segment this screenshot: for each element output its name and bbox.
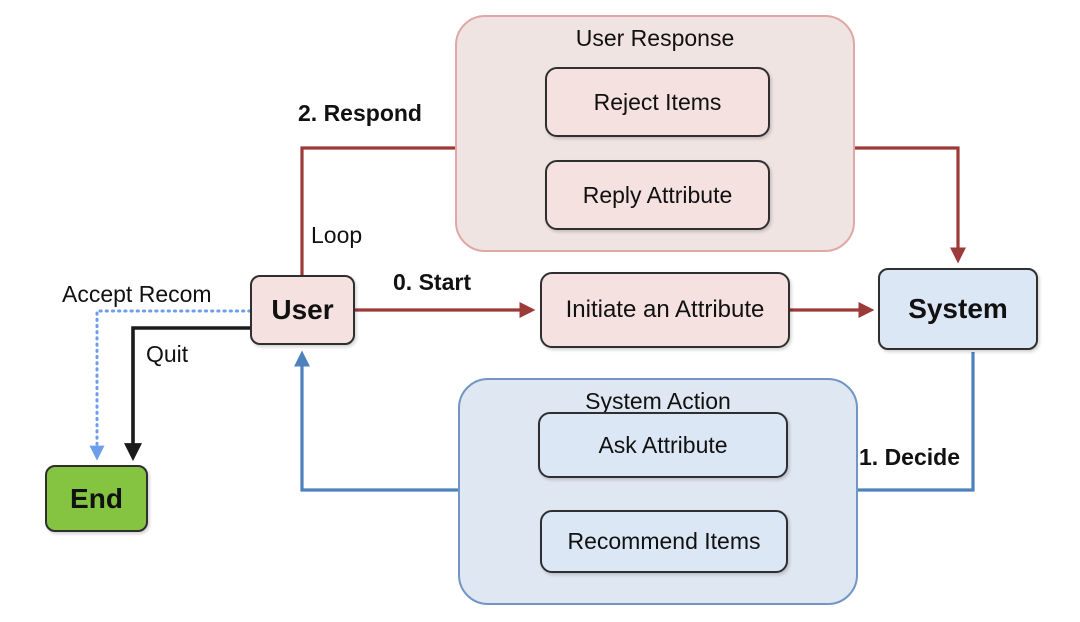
node-initiate-attribute[interactable]: Initiate an Attribute [540,272,790,348]
node-recommend-items[interactable]: Recommend Items [540,510,788,573]
edge-user-respond [300,146,503,277]
edge-label-accept-recom: Accept Recom [62,281,212,307]
system-action-title: System Action [585,388,731,414]
system-action-group: System Action [458,378,858,605]
node-initiate-attribute-label: Initiate an Attribute [565,296,765,323]
node-reject-items[interactable]: Reject Items [545,67,770,137]
node-end-label: End [70,482,123,514]
edge-accept-end-dotted [89,309,252,461]
edge-action-to-user [294,350,507,492]
node-recommend-items-label: Recommend Items [567,528,761,554]
node-reply-attribute[interactable]: Reply Attribute [545,160,770,230]
node-system-label: System [908,293,1008,324]
edge-label-quit: Quit [146,341,189,367]
edge-label-decide: 1. Decide [859,444,960,470]
edge-label-start: 0. Start [393,269,471,295]
node-ask-attribute-label: Ask Attribute [598,431,728,458]
node-user[interactable]: User [250,275,355,345]
node-system[interactable]: System [878,268,1038,350]
user-response-title: User Response [575,25,735,51]
node-end[interactable]: End [45,465,148,532]
node-reply-attribute-label: Reply Attribute [582,181,733,208]
node-reject-items-label: Reject Items [593,88,722,115]
node-ask-attribute[interactable]: Ask Attribute [538,412,788,478]
edge-label-loop: Loop [311,222,363,248]
edge-quit-end [124,326,250,462]
node-user-label: User [271,294,334,325]
edge-label-respond: 2. Respond [298,100,422,126]
